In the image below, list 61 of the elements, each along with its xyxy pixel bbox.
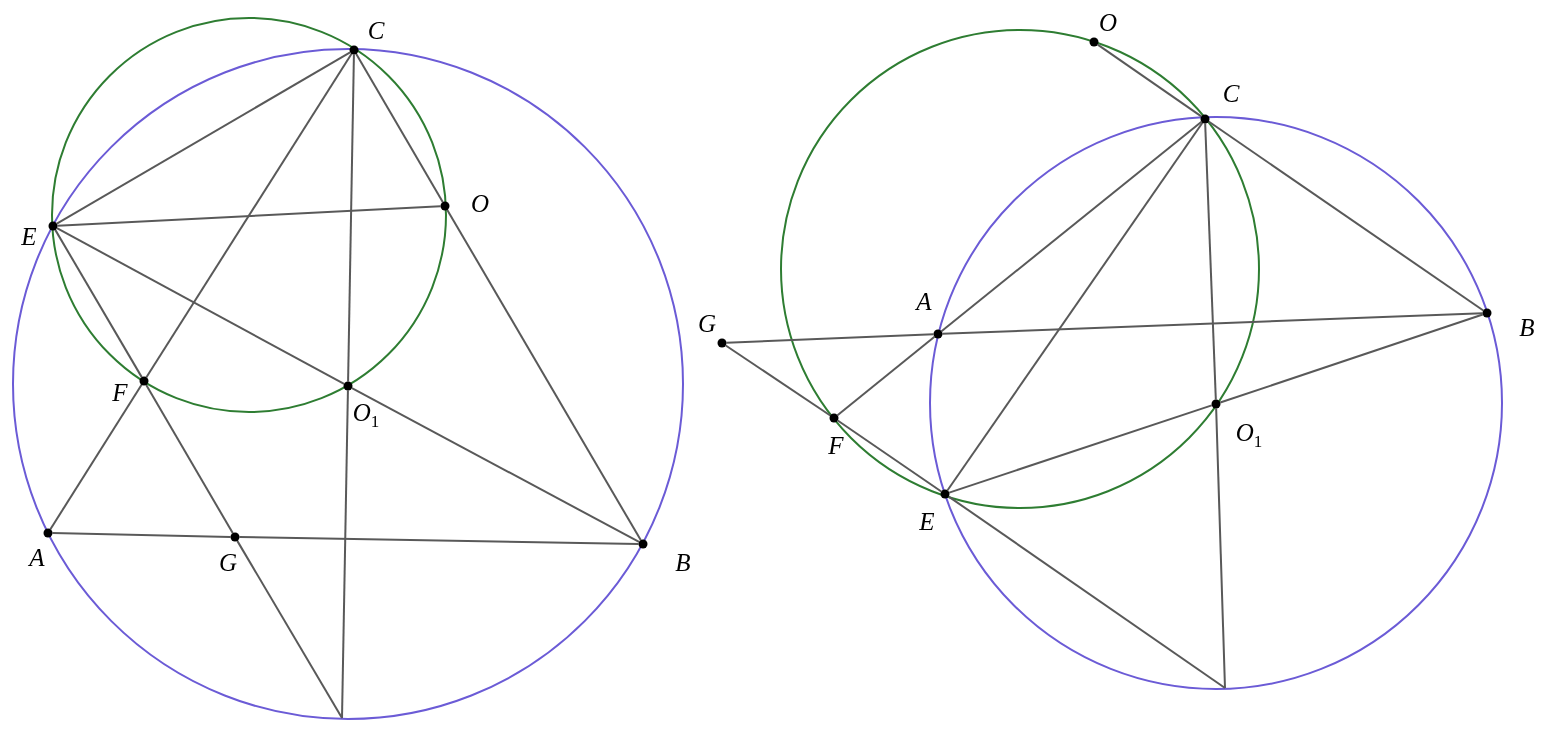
line-segment (238, 536, 640, 545)
line-segment (55, 51, 352, 225)
line-segment (51, 532, 232, 538)
point-dot (1482, 308, 1492, 318)
line-segment (1207, 120, 1485, 312)
line-segment (446, 208, 642, 542)
point-dot (230, 532, 240, 542)
point-dot (48, 221, 58, 231)
point-label: O$_{1}$ (1235, 420, 1263, 450)
line-segment (145, 52, 353, 379)
point-label: C (367, 17, 385, 43)
point-label: O (1098, 9, 1118, 35)
point-label: E (21, 223, 37, 249)
point-dot (717, 338, 727, 348)
line-segment (1096, 43, 1203, 118)
line-segment (55, 227, 346, 385)
point-label: F (828, 432, 844, 458)
point-label: O$_{1}$ (352, 400, 380, 430)
line-segment (1219, 313, 1484, 404)
point-dot (933, 329, 943, 339)
point-dot (829, 413, 839, 423)
line-segment (940, 120, 1203, 333)
line-segment (725, 333, 935, 344)
point-label: A (29, 544, 45, 570)
point-dot (638, 539, 648, 549)
line-segment (341, 389, 349, 719)
point-label: B (675, 549, 691, 575)
point-dot (139, 376, 149, 386)
point-dot (440, 201, 450, 211)
line-segment (946, 121, 1204, 492)
line-segment (145, 383, 234, 535)
line-segment (355, 52, 444, 204)
line-segment (948, 404, 1213, 494)
point-dot (940, 489, 950, 499)
line-segment (941, 312, 1484, 335)
line-segment (236, 539, 343, 719)
point-dot (1089, 37, 1099, 47)
line-segment (54, 228, 143, 379)
line-segment (836, 419, 943, 493)
line-segment (1215, 407, 1226, 689)
line-segment (56, 205, 442, 227)
line-segment (947, 495, 1226, 689)
line-segment (49, 383, 143, 531)
point-label: A (916, 288, 932, 314)
line-segment (836, 335, 936, 417)
point-label: E (919, 508, 935, 534)
line-segment (724, 344, 832, 417)
point-dot (343, 381, 353, 391)
line-segment (1204, 122, 1217, 401)
point-label: F (112, 379, 128, 405)
point-dot (1211, 399, 1221, 409)
line-segment (347, 53, 355, 383)
line-segment (350, 387, 641, 543)
point-dot (349, 45, 359, 55)
point-label: G (697, 310, 717, 336)
point-label: O (470, 190, 490, 216)
point-label: G (218, 549, 238, 575)
point-dot (43, 528, 53, 538)
point-label: B (1519, 314, 1535, 340)
point-label: C (1222, 80, 1240, 106)
point-dot (1200, 114, 1210, 124)
